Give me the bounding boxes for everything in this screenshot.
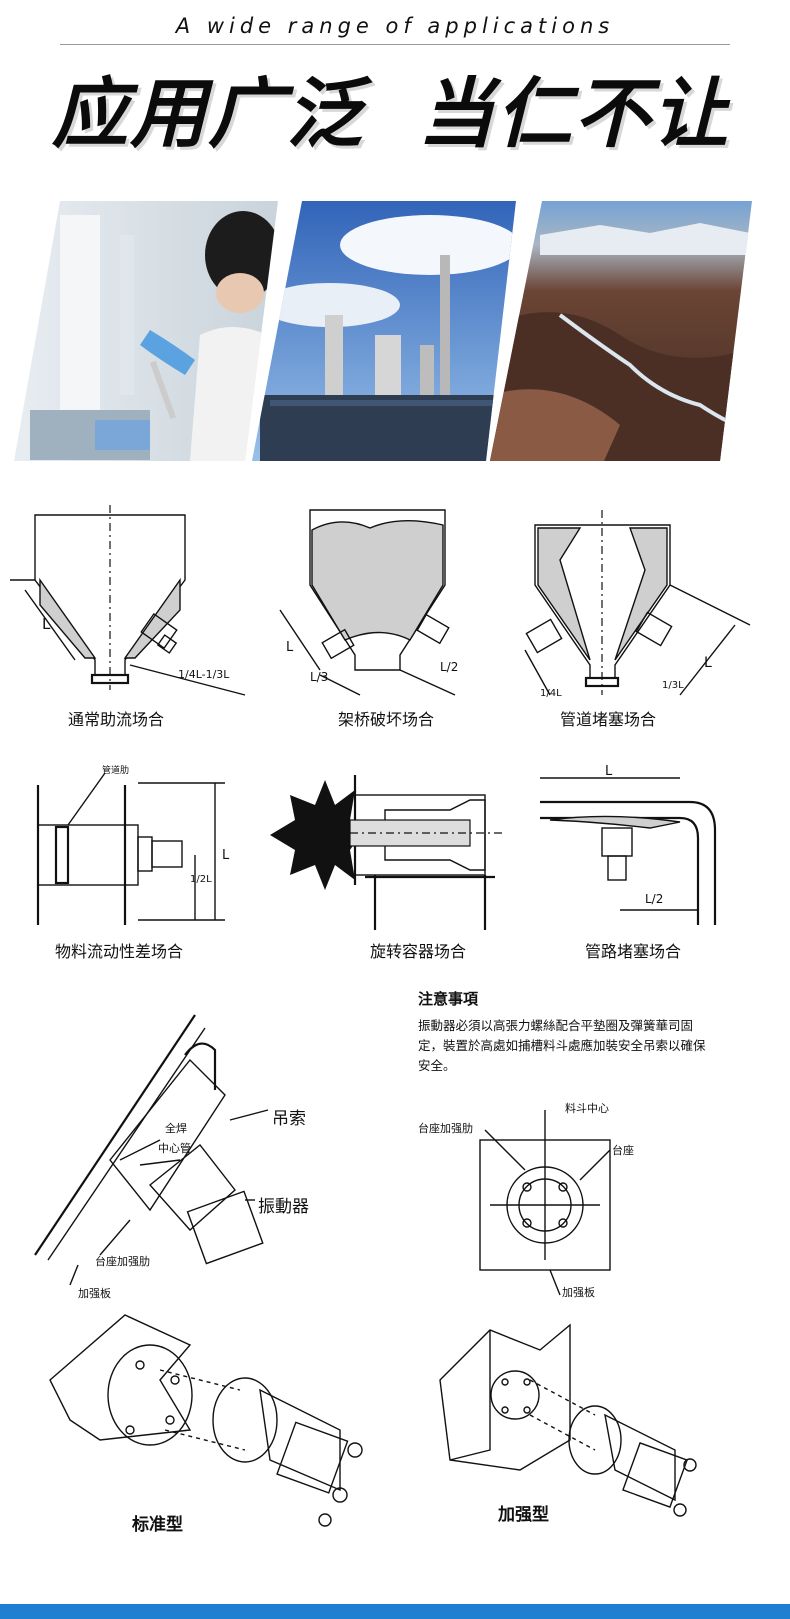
- standard-type-drawing: [49, 1314, 363, 1527]
- diagram-poor-flow-label-half: 1/2L: [190, 874, 212, 885]
- diagram-bridge-break-caption: 架桥破坏场合: [338, 710, 435, 729]
- install-label-plate-right: 加强板: [562, 1286, 595, 1299]
- reinforced-type-drawing: [439, 1323, 697, 1517]
- install-label-center-pipe: 中心管: [158, 1142, 191, 1155]
- notes-text: 振動器必須以高張力螺絲配合平墊圈及彈簧華司固定，裝置於高處如捕槽料斗處應加裝安全…: [418, 1018, 706, 1073]
- diagram-pipe-block-label-l: L: [704, 655, 712, 671]
- diagram-poor-flow-label-rib: 管道肋: [102, 766, 130, 776]
- installation-diagram-left: [34, 1014, 269, 1286]
- diagram-rotating-container-caption: 旋转容器场合: [370, 942, 467, 961]
- refinery-photo: [252, 201, 516, 461]
- install-label-plate-left: 加强板: [78, 1287, 111, 1300]
- install-label-base-rib-right: 台座加强肋: [418, 1122, 473, 1135]
- diagram-normal-flow-caption: 通常助流场合: [68, 710, 165, 729]
- diagram-pipe-block-label-quarter: 1/4L: [540, 688, 562, 699]
- diagram-pipe-block-caption: 管道堵塞场合: [560, 710, 657, 729]
- laboratory-photo: [14, 201, 278, 461]
- title-left: 应用广泛: [52, 69, 364, 158]
- diagram-bridge-break-label-l: L: [286, 640, 294, 655]
- diagram-pipe-block: [524, 510, 751, 696]
- install-label-full-weld: 全焊: [165, 1122, 187, 1135]
- reinforced-type-caption: 加强型: [498, 1505, 549, 1525]
- standard-type-caption: 标准型: [132, 1515, 183, 1535]
- diagram-poor-flow-label-l: L: [222, 848, 230, 863]
- install-label-vibrator: 振動器: [258, 1197, 309, 1217]
- title-right: 当仁不让: [418, 69, 730, 158]
- notes-title: 注意事項: [418, 990, 479, 1008]
- bottom-accent-bar: [0, 1604, 790, 1619]
- diagram-bridge-break-label-half: L/2: [440, 660, 459, 674]
- diagram-pipeline-block-label-l: L: [605, 764, 613, 779]
- diagram-normal-flow-label-ratio: 1/4L-1/3L: [178, 668, 230, 681]
- diagram-pipeline-block-label-half: L/2: [645, 892, 664, 906]
- diagram-bridge-break-label-third: L/3: [310, 670, 329, 684]
- install-label-hopper-center: 料斗中心: [565, 1102, 609, 1115]
- photo-strip: [14, 201, 752, 461]
- subtitle-divider: [60, 44, 730, 45]
- diagram-rotating-container: [270, 775, 505, 930]
- diagram-poor-flow: [36, 772, 225, 925]
- install-label-sling: 吊索: [272, 1109, 306, 1129]
- canyon-photo: [490, 201, 752, 461]
- install-label-base-rib-left: 台座加强肋: [95, 1255, 150, 1268]
- diagram-pipeline-block: [540, 777, 717, 925]
- diagram-normal-flow: [10, 505, 246, 696]
- subtitle: A wide range of applications: [175, 14, 615, 38]
- diagram-pipeline-block-caption: 管路堵塞场合: [585, 942, 682, 961]
- installation-diagram-right: [479, 1110, 611, 1296]
- diagram-normal-flow-label-l: L: [42, 615, 51, 633]
- diagram-bridge-break: [279, 509, 456, 696]
- install-label-base: 台座: [612, 1144, 634, 1157]
- diagram-pipe-block-label-third: 1/3L: [662, 680, 684, 691]
- diagram-poor-flow-caption: 物料流动性差场合: [55, 942, 184, 961]
